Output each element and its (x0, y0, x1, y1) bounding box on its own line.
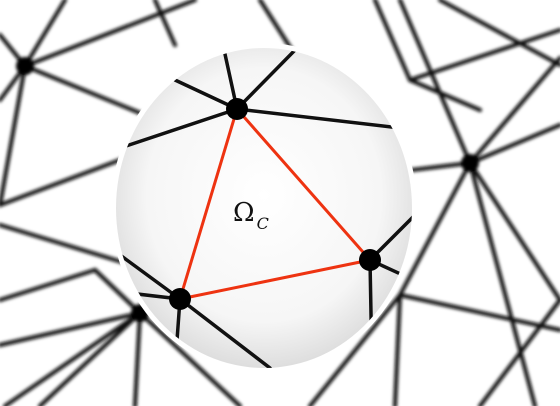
background-mesh-edge (438, 0, 560, 67)
background-mesh-edge (410, 161, 472, 172)
background-mesh-edge (0, 64, 27, 207)
background-mesh-edge (23, 0, 197, 68)
magnified-mesh-edge (118, 107, 239, 150)
magnified-mesh-node (169, 288, 191, 310)
background-mesh-edge (0, 311, 142, 347)
background-mesh-edge (0, 223, 124, 264)
highlighted-cell-triangle (178, 107, 372, 301)
magnified-mesh-node (226, 98, 248, 120)
background-mesh-edge (3, 311, 142, 406)
background-mesh-edge (153, 0, 177, 47)
background-mesh-node (16, 57, 34, 75)
background-mesh-edge (468, 161, 560, 302)
background-mesh-edge (138, 311, 242, 406)
background-mesh-node (461, 154, 479, 172)
magnified-mesh-edge (235, 107, 402, 130)
background-mesh-edge (398, 293, 560, 332)
background-mesh-edge (408, 28, 560, 82)
background-mesh-edge (38, 311, 142, 406)
magnified-mesh-edge (368, 258, 374, 368)
highlighted-cell-edge (178, 107, 239, 301)
cell-label-main: Ω (233, 198, 255, 228)
magnified-mesh-edge (118, 253, 182, 301)
cell-label-subscript: C (257, 214, 269, 233)
background-mesh-edge (133, 311, 142, 406)
background-mesh-edge (373, 0, 412, 82)
background-mesh-edge (93, 268, 142, 315)
magnified-mesh-edge (368, 210, 412, 262)
magnified-mesh-node (359, 249, 381, 271)
background-mesh-edge (398, 0, 472, 165)
background-mesh-edge (478, 298, 560, 406)
background-mesh-edge (468, 161, 537, 406)
background-mesh-edge (468, 56, 560, 165)
magnified-mesh-nodes (169, 98, 381, 310)
background-mesh-edge (0, 268, 97, 302)
background-mesh-edge (23, 0, 67, 68)
background-mesh-edge (23, 64, 142, 115)
background-mesh-edge (468, 123, 560, 165)
magnified-mesh-edge (178, 297, 272, 368)
highlighted-cell-edge (235, 107, 372, 262)
highlighted-cell-edge (178, 258, 372, 301)
magnifier-lens (116, 48, 412, 368)
magnified-mesh-edge (235, 48, 302, 111)
background-mesh-edge (308, 293, 402, 406)
magnified-mesh-edge (173, 78, 239, 111)
background-mesh-edge (408, 78, 482, 112)
background-mesh-edge (398, 161, 472, 297)
background-mesh-edge (393, 293, 402, 406)
background-mesh-edge (0, 158, 122, 207)
